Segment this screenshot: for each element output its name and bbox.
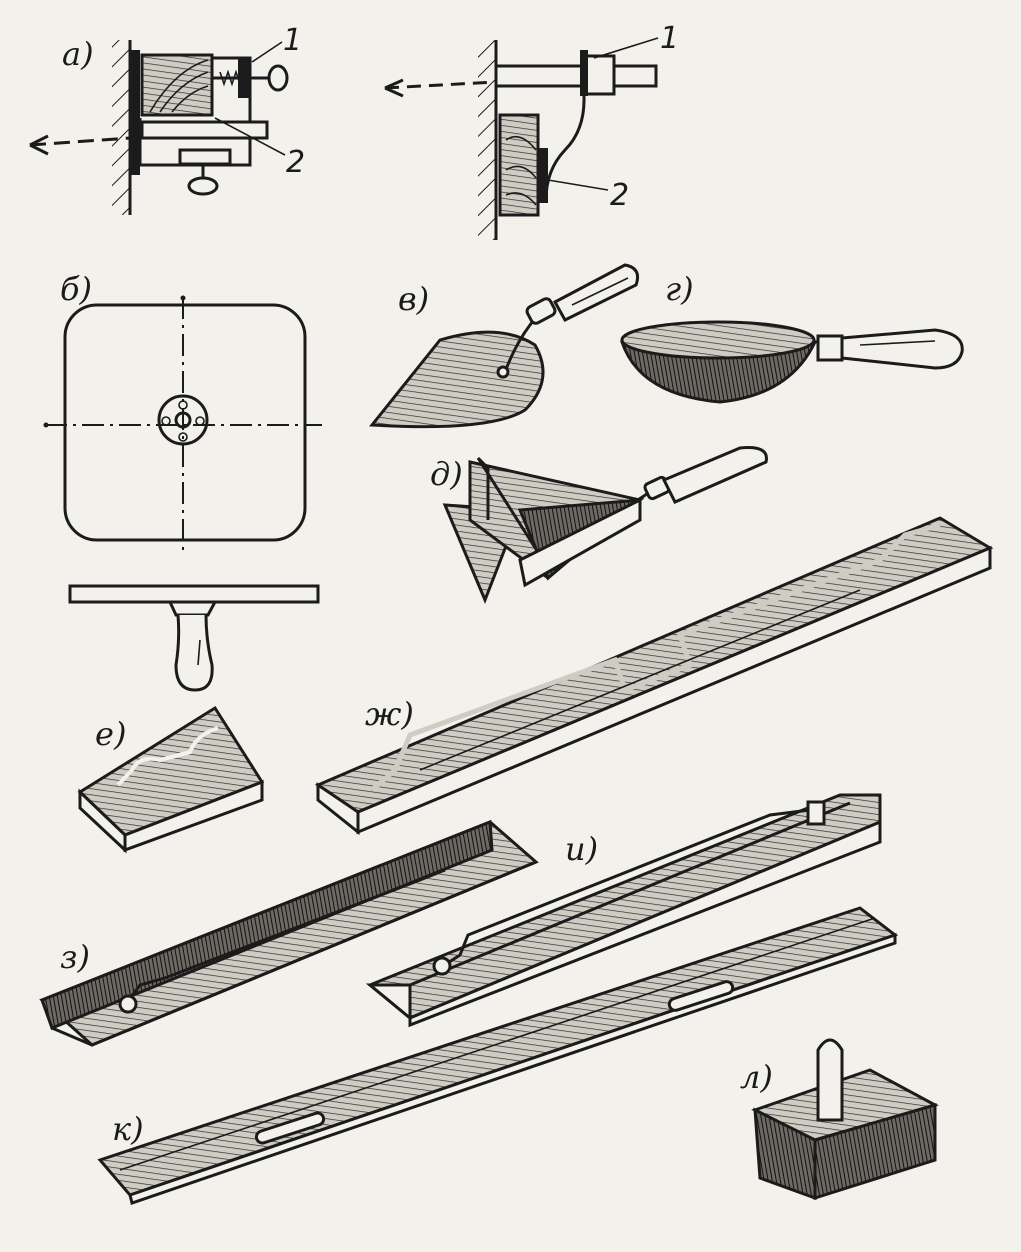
callout-a-right-1: 1: [660, 21, 679, 56]
ladle-handle: [840, 328, 964, 370]
label-zh: ж): [365, 695, 414, 733]
figure-g-ladle: [620, 320, 964, 404]
figure-l-brush: [751, 1038, 939, 1201]
figure-k-straightedge: [97, 906, 899, 1205]
label-g: г): [665, 270, 694, 308]
brush-handle: [816, 1038, 844, 1122]
figure-e-wooden-float: [77, 705, 265, 854]
label-k: к): [112, 1110, 144, 1148]
callout-a-left-2: 2: [286, 145, 305, 180]
label-a: а): [62, 35, 94, 73]
straightedge-slot: [254, 1111, 326, 1145]
callout-a-right-2: 2: [610, 178, 629, 213]
figure-zh-long-float: [314, 516, 994, 836]
figure-a-right-hook: [384, 37, 659, 240]
wall-hatching: [112, 40, 130, 215]
figure-a-left-clamp: [29, 40, 289, 215]
label-b: б): [60, 270, 92, 308]
wall-hatching: [478, 40, 496, 240]
label-d: д): [430, 455, 463, 493]
label-e: е): [95, 715, 126, 753]
hawk-handle: [174, 614, 214, 692]
figure-d-corner-trowel: [442, 446, 768, 604]
figure-z-angle-float: [39, 819, 539, 1047]
label-v: в): [398, 280, 429, 318]
label-l: л): [740, 1058, 773, 1096]
figure-i-angle-float: [365, 793, 882, 1028]
straightedge-slot: [667, 980, 735, 1012]
callout-a-left-1: 1: [283, 23, 302, 58]
figure-v-trowel: [369, 263, 640, 429]
corner-trowel-handle: [661, 446, 768, 504]
figure-b-hawk-board: [43, 295, 322, 692]
hawk-board-side-plate: [68, 584, 320, 604]
label-z: з): [60, 938, 90, 976]
label-i: и): [565, 830, 598, 868]
